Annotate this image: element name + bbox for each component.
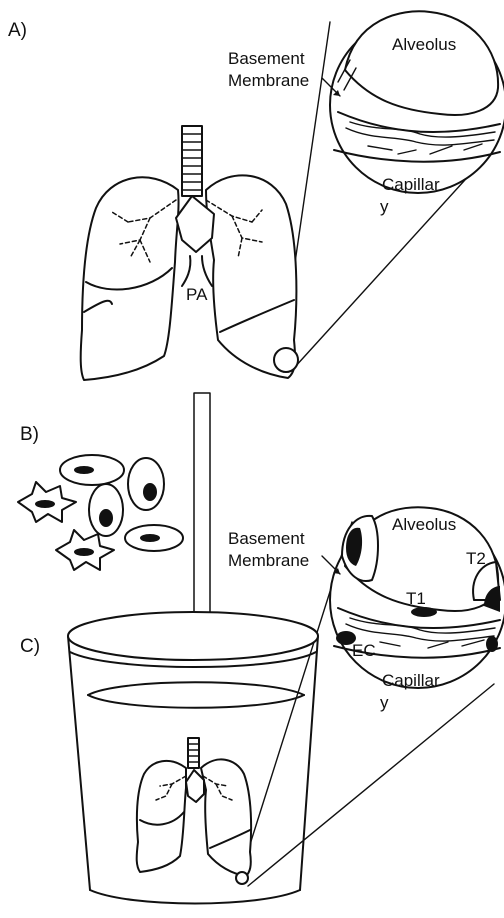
ec-label: EC bbox=[352, 641, 376, 660]
capillary-label-top-1: Capillar bbox=[382, 175, 440, 194]
basement-label-top-1: Basement bbox=[228, 49, 305, 68]
capillary-label-bottom-1: Capillar bbox=[382, 671, 440, 690]
alveolus-label-bottom: Alveolus bbox=[392, 515, 456, 534]
t2-label: T2 bbox=[466, 549, 486, 568]
capillary-label-top-2: y bbox=[380, 197, 389, 216]
basement-label-bottom-2: Membrane bbox=[228, 551, 309, 570]
trachea-a bbox=[182, 126, 202, 196]
pa-label: PA bbox=[186, 285, 208, 304]
panel-label-a: A) bbox=[8, 20, 27, 41]
sample-spot-a bbox=[274, 348, 298, 372]
pa-branch-left-a bbox=[182, 256, 190, 286]
basement-label-top-2: Membrane bbox=[228, 71, 309, 90]
decellularized-lung-c bbox=[137, 738, 251, 884]
t1-label: T1 bbox=[406, 589, 426, 608]
alveolus-label-top: Alveolus bbox=[392, 35, 456, 54]
basement-label-bottom-1: Basement bbox=[228, 529, 305, 548]
panel-label-c: C) bbox=[20, 636, 40, 657]
pa-branch-right-a bbox=[202, 256, 212, 286]
panel-label-b: B) bbox=[20, 424, 39, 445]
zoom-line-bottom-c bbox=[248, 684, 494, 886]
isolated-cells bbox=[18, 455, 183, 570]
capillary-label-bottom-2: y bbox=[380, 693, 389, 712]
